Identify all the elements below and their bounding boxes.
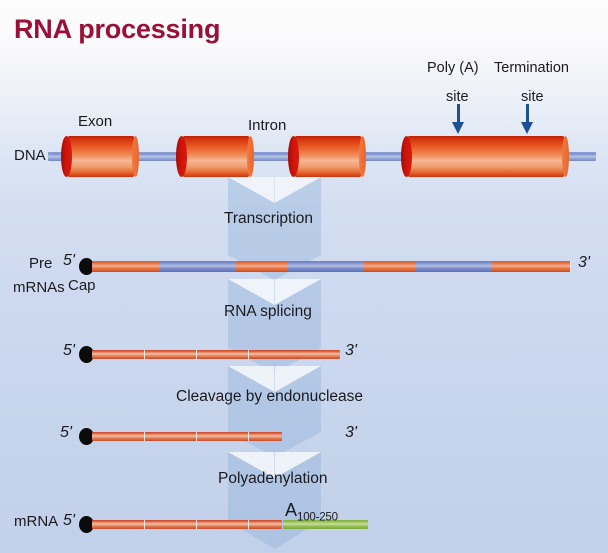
label-intron: Intron bbox=[248, 117, 287, 134]
termination-site-label-line2: site bbox=[521, 89, 544, 105]
five-prime-cap bbox=[79, 258, 94, 275]
process-label-polyadenylation: Polyadenylation bbox=[218, 470, 328, 487]
label-exon: Exon bbox=[78, 113, 113, 130]
segment-divider bbox=[144, 432, 145, 441]
dna-exon-cylinder-3 bbox=[288, 136, 366, 177]
pre-mrna-intron-2 bbox=[288, 261, 365, 272]
five-prime-cap-mature bbox=[79, 516, 94, 533]
segment-divider bbox=[248, 432, 249, 441]
dna-exon-cylinder-1 bbox=[61, 136, 139, 177]
down-arrow-icon-termination bbox=[521, 104, 534, 134]
segment-divider bbox=[144, 520, 145, 529]
poly-a-base: A bbox=[285, 500, 298, 520]
process-label-transcription: Transcription bbox=[224, 210, 314, 227]
polyA-site-label-line2: site bbox=[446, 89, 469, 105]
five-prime-label-mature: 5' bbox=[63, 512, 75, 529]
pre-mrna-exon-2 bbox=[236, 261, 289, 272]
process-arrow-polyadenylation bbox=[228, 452, 321, 521]
pre-mrna-intron-1 bbox=[160, 261, 237, 272]
cleaved-mrna-strand bbox=[92, 432, 282, 441]
pre-mrna-exon-4 bbox=[492, 261, 571, 272]
segment-divider bbox=[248, 350, 249, 359]
spliced-mrna-strand bbox=[92, 350, 340, 359]
segment-divider bbox=[196, 350, 197, 359]
cap-label: Cap bbox=[68, 277, 96, 294]
pre-mrna-exon-1 bbox=[92, 261, 161, 272]
dna-exon-cylinder-2 bbox=[176, 136, 254, 177]
pre-mrna-strand bbox=[92, 261, 571, 272]
page-title: RNA processing bbox=[14, 14, 221, 44]
pre-mrna-intron-3 bbox=[416, 261, 493, 272]
five-prime-label-spliced: 5' bbox=[63, 342, 75, 359]
pre-mrna-exon-3 bbox=[364, 261, 417, 272]
poly-a-tail bbox=[283, 520, 368, 529]
poly-a-tail-label: A100-250 bbox=[285, 500, 338, 524]
process-label-rna-splicing: RNA splicing bbox=[224, 303, 312, 320]
termination-site-label-line1: Termination bbox=[494, 60, 569, 76]
segment-divider bbox=[196, 432, 197, 441]
mature-mrna-coding-strand bbox=[92, 520, 282, 529]
row-label-dna: DNA bbox=[14, 147, 46, 164]
segment-divider bbox=[144, 350, 145, 359]
down-arrow-icon-polyA bbox=[452, 104, 465, 134]
five-prime-cap-cleaved bbox=[79, 428, 94, 445]
five-prime-label-pre-mrna: 5' bbox=[63, 252, 75, 269]
poly-a-subscript: 100-250 bbox=[297, 511, 338, 524]
process-arrow-transcription bbox=[228, 177, 321, 255]
five-prime-label-cleaved: 5' bbox=[60, 424, 72, 441]
row-label-pre: Pre bbox=[29, 255, 53, 272]
segment-divider bbox=[248, 520, 249, 529]
three-prime-label-cleaved: 3' bbox=[345, 424, 357, 441]
process-arrow-splicing bbox=[228, 279, 321, 348]
three-prime-label-pre-mrna: 3' bbox=[578, 254, 590, 271]
process-label-cleavage: Cleavage by endonuclease bbox=[176, 388, 363, 405]
segment-divider bbox=[196, 520, 197, 529]
five-prime-cap-spliced bbox=[79, 346, 94, 363]
dna-exon-cylinder-4 bbox=[401, 136, 569, 177]
row-label-mrnas: mRNAs bbox=[13, 279, 65, 296]
row-label-mrna: mRNA bbox=[14, 513, 59, 530]
three-prime-label-spliced: 3' bbox=[345, 342, 357, 359]
process-arrow-cleavage bbox=[228, 366, 321, 432]
polyA-site-label-line1: Poly (A) bbox=[427, 60, 479, 76]
